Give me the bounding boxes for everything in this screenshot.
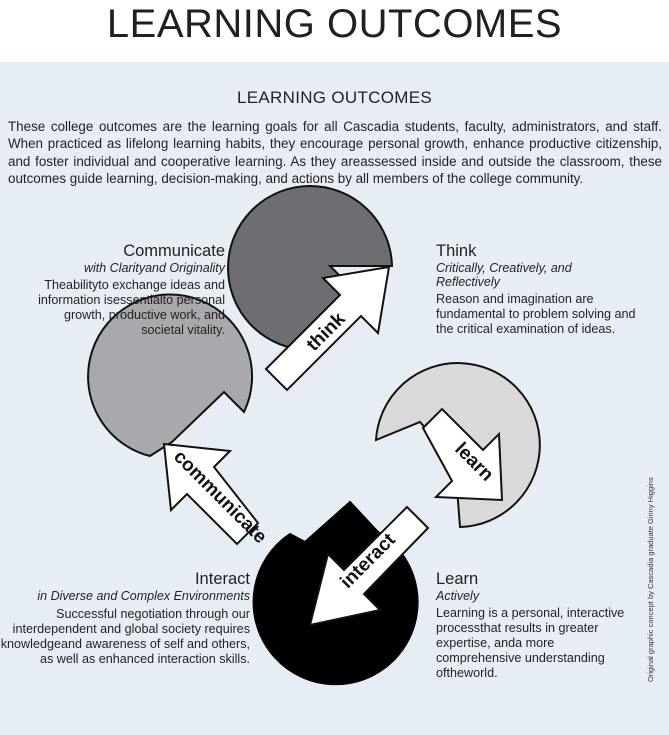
think-description: Think Critically, Creatively, and Reflec…: [436, 242, 636, 337]
think-body: Reason and imagination are fundamental t…: [436, 292, 636, 336]
learn-arrow: [421, 407, 504, 502]
graphic-credit: Original graphic concept by Cascadia gra…: [646, 477, 655, 682]
communicate-description: Communicate with Clarityand Originality …: [18, 242, 225, 338]
learn-subheading: Actively: [436, 589, 480, 603]
learn-heading: Learn: [436, 570, 479, 588]
communicate-subheading: with Clarityand Originality: [83, 261, 225, 275]
communicate-arrow: [162, 442, 260, 546]
think-circle: [227, 185, 394, 352]
think-subheading: Critically, Creatively, and Reflectively: [436, 261, 572, 289]
learning-cycle-diagram: think learn interact communicate: [87, 185, 541, 686]
content-panel: LEARNING OUTCOMES These college outcomes…: [0, 62, 669, 735]
interact-heading: Interact: [194, 570, 250, 588]
think-heading: Think: [436, 242, 477, 260]
interact-description: Interact in Diverse and Complex Environm…: [0, 570, 250, 667]
learn-description: Learn Actively Learning is a personal, i…: [436, 570, 636, 681]
page-title: LEARNING OUTCOMES: [106, 2, 563, 46]
think-disc: [227, 185, 394, 352]
communicate-circle: [87, 293, 254, 458]
interact-arrow: [308, 505, 430, 627]
panel-title: LEARNING OUTCOMES: [237, 88, 432, 107]
interact-body: Successful negotiation through our inter…: [0, 607, 250, 666]
think-arrow: [264, 265, 391, 392]
interact-subheading: in Diverse and Complex Environments: [37, 589, 250, 603]
communicate-disc: [87, 293, 254, 458]
intro-paragraph: These college outcomes are the learning …: [8, 119, 662, 187]
communicate-heading: Communicate: [123, 242, 225, 260]
communicate-body: Theabilityto exchange ideas and informat…: [38, 278, 225, 337]
learn-body: Learning is a personal, interactive proc…: [436, 606, 625, 680]
